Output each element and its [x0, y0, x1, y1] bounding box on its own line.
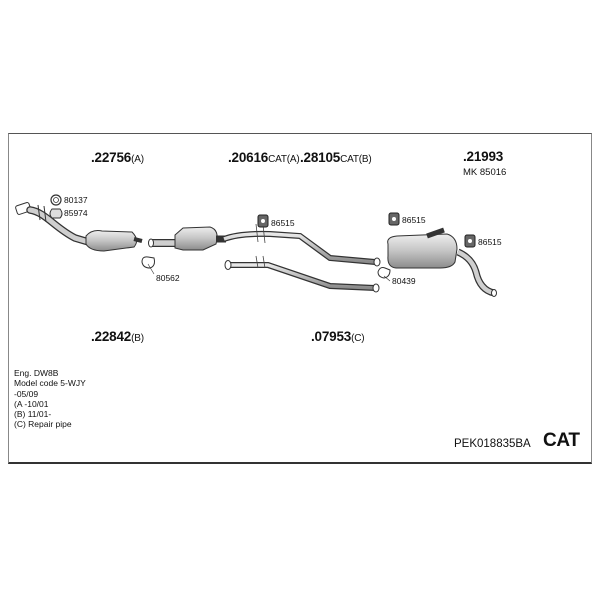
catalytic-converter: [148, 226, 226, 251]
part-label-86515: 86515: [478, 237, 502, 247]
info-line: Model code 5-WJY: [14, 378, 86, 389]
front-silencer: [85, 230, 143, 252]
rubber-mount-icon: [388, 212, 400, 226]
vehicle-info: Eng. DW8B Model code 5-WJY -05/09 (A -10…: [14, 368, 86, 430]
part-label-86515: 86515: [402, 215, 426, 225]
intermediate-pipe: [222, 223, 381, 267]
part-label-86515: 86515: [271, 218, 295, 228]
rubber-mount-icon: [464, 234, 476, 248]
part-label-80137: 80137: [64, 195, 88, 205]
part-label-22756: .22756(A): [91, 150, 144, 165]
part-label-20616: .20616CAT(A): [228, 150, 300, 165]
diagram-frame: [8, 133, 592, 464]
part-label-85974: 85974: [64, 208, 88, 218]
clamp-icon: [377, 267, 391, 279]
category-label: CAT: [543, 430, 580, 451]
part-label-80562: 80562: [156, 273, 180, 283]
info-line: (A -10/01: [14, 398, 49, 409]
rubber-mount-icon: [257, 214, 269, 228]
reference-code: PEK018835BA: [454, 438, 531, 450]
clamp-icon: [49, 208, 63, 219]
part-label-07953: .07953(C): [311, 329, 365, 344]
part-label-21993: .21993: [463, 149, 504, 164]
rear-silencer: [387, 227, 497, 297]
info-line: (B) 11/01-: [14, 409, 52, 420]
info-line: -05/09: [14, 388, 39, 399]
kit-label: MK 85016: [463, 167, 507, 178]
clamp-icon: [141, 256, 155, 269]
part-label-28105: .28105CAT(B): [300, 150, 372, 165]
part-label-22842: .22842(B): [91, 329, 144, 344]
gasket-icon: [50, 194, 62, 206]
part-label-80439: 80439: [392, 276, 416, 286]
repair-pipe: [224, 255, 380, 293]
front-pipe: [15, 202, 96, 247]
info-line: (C) Repair pipe: [14, 419, 72, 430]
info-line: Eng. DW8B: [14, 368, 59, 378]
